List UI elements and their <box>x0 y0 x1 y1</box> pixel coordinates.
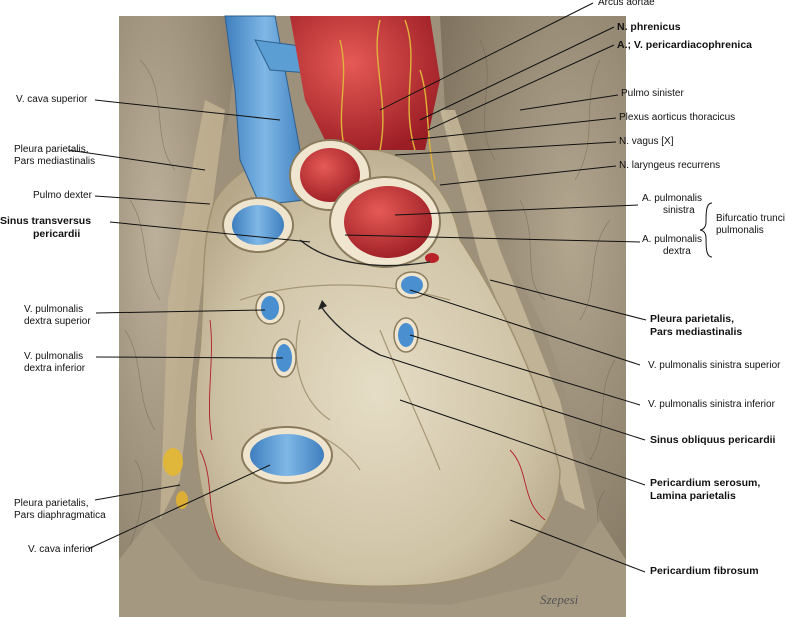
label-pericardium-serosum-1: Pericardium serosum, <box>650 477 761 489</box>
label-pulmo-dexter: Pulmo dexter <box>33 190 92 201</box>
diaphragm <box>119 520 626 617</box>
bifurcatio-bracket <box>699 202 713 258</box>
label-n-phrenicus: N. phrenicus <box>617 21 681 33</box>
label-pleura-diaphragmatica-2: Pars diaphragmatica <box>14 510 106 521</box>
label-a-pulm-sinistra-2: sinistra <box>663 205 695 216</box>
aorta-lumen <box>300 148 360 202</box>
aortic-arch <box>290 16 440 150</box>
left-lung <box>440 16 626 560</box>
label-pleura-diaphragmatica-1: Pleura parietalis, <box>14 498 89 509</box>
label-v-pulm-sin-inf: V. pulmonalis sinistra inferior <box>648 399 775 410</box>
label-pleura-mediastinalis-right-2: Pars mediastinalis <box>650 326 743 338</box>
pleura-strip-left <box>160 100 225 520</box>
label-pleura-mediastinalis-left-1: Pleura parietalis, <box>14 144 89 155</box>
label-a-pulm-sinistra-1: A. pulmonalis <box>642 193 703 204</box>
sinus-obliquus-arrow <box>319 304 381 356</box>
label-v-cava-inferior: V. cava inferior <box>28 544 94 555</box>
fat-pad <box>163 448 183 476</box>
label-n-laryngeus: N. laryngeus recurrens <box>619 160 721 171</box>
label-pericardium-serosum-2: Lamina parietalis <box>650 490 736 502</box>
label-v-pulm-dex-sup-2: dextra superior <box>24 316 91 327</box>
pulmonary-trunk-lumen <box>344 186 432 258</box>
a-pulmonalis-dextra-stub <box>425 253 439 263</box>
label-v-pulm-dex-sup-1: V. pulmonalis <box>24 304 84 315</box>
label-pleura-mediastinalis-left-2: Pars mediastinalis <box>14 156 96 167</box>
label-v-pulm-dex-inf-2: dextra inferior <box>24 363 86 374</box>
nerves-vessels <box>339 19 436 181</box>
label-bifurcatio-1: Bifurcatio trunci <box>716 213 785 224</box>
small-arteries <box>199 319 546 541</box>
artist-signature: Szepesi <box>540 592 579 607</box>
label-pulmo-sinister: Pulmo sinister <box>621 88 684 99</box>
label-v-pulm-sin-sup: V. pulmonalis sinistra superior <box>648 360 781 371</box>
label-a-v-pericardiacophrenica: A.; V. pericardiacophrenica <box>617 39 752 51</box>
label-plexus-aorticus: Plexus aorticus thoracicus <box>619 112 736 123</box>
label-bifurcatio-2: pulmonalis <box>716 225 764 236</box>
label-v-cava-superior: V. cava superior <box>16 94 88 105</box>
label-sinus-obliquus: Sinus obliquus pericardii <box>650 434 776 446</box>
leader-lines <box>67 2 647 573</box>
sinus-transversus-arrow <box>299 239 431 267</box>
pleura-strip-right <box>440 110 585 510</box>
label-pericardium-fibrosum: Pericardium fibrosum <box>650 565 759 577</box>
label-arcus-aortae: Arcus aortae <box>598 0 655 8</box>
label-a-pulm-dextra-1: A. pulmonalis <box>642 234 703 245</box>
label-sinus-transversus-2: pericardii <box>33 228 81 240</box>
label-sinus-transversus-1: Sinus transversus <box>0 215 92 227</box>
label-v-pulm-dex-inf-1: V. pulmonalis <box>24 351 84 362</box>
label-n-vagus: N. vagus [X] <box>619 136 674 147</box>
label-a-pulm-dextra-2: dextra <box>663 246 691 257</box>
label-pleura-mediastinalis-right-1: Pleura parietalis, <box>650 313 735 325</box>
ivc-lumen <box>250 434 324 476</box>
